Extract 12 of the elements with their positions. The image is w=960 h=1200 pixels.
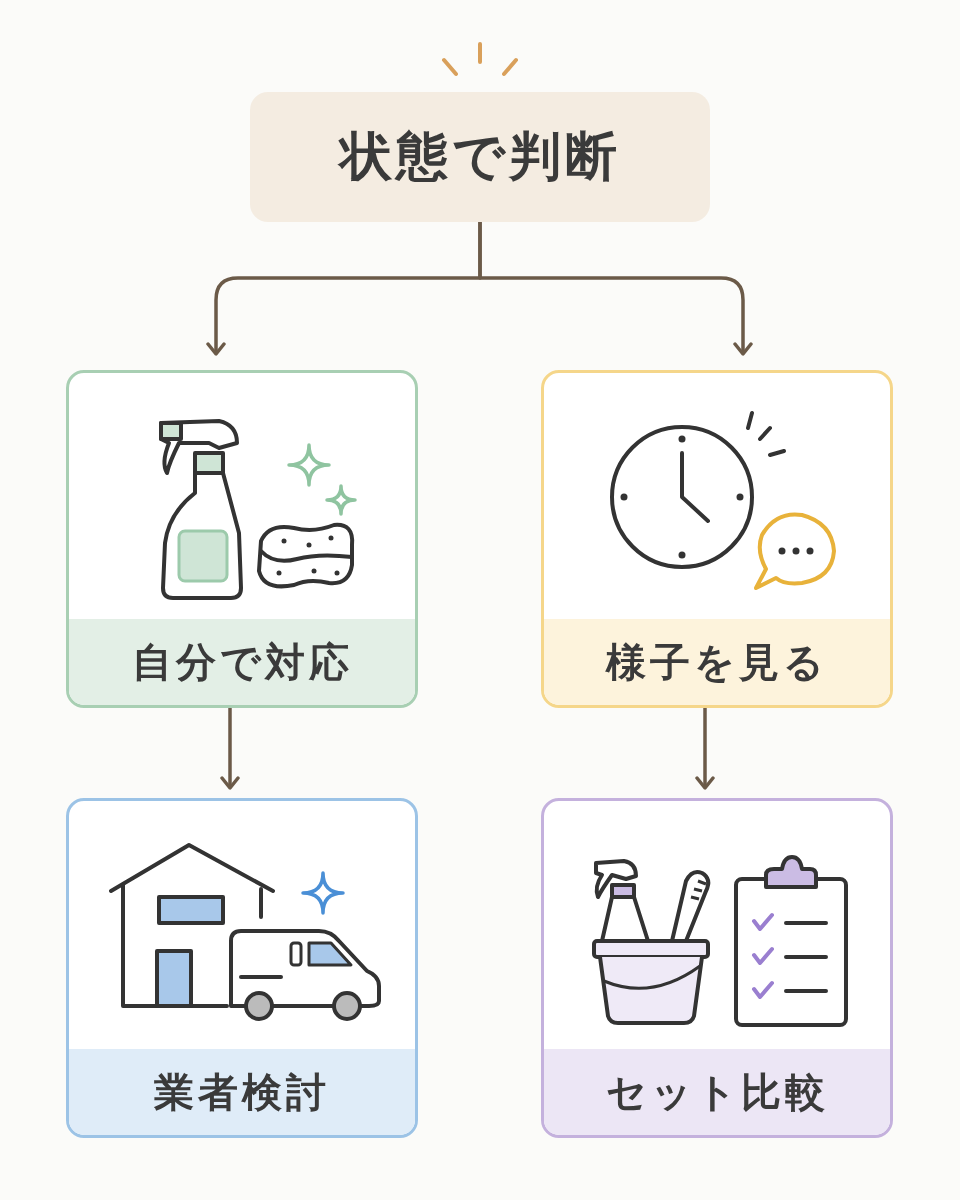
card-label: セット比較 bbox=[544, 1049, 890, 1135]
arrow bbox=[220, 708, 240, 790]
card-label: 業者検討 bbox=[69, 1049, 415, 1135]
card-label: 様子を見る bbox=[544, 619, 890, 705]
card-label: 自分で対応 bbox=[69, 619, 415, 705]
option-card bbox=[66, 798, 418, 1138]
arrow bbox=[478, 222, 753, 356]
title-box: 状態で判断 bbox=[250, 92, 710, 222]
option-card bbox=[66, 370, 418, 708]
option-card bbox=[541, 798, 893, 1138]
option-card bbox=[541, 370, 893, 708]
arrow bbox=[695, 708, 715, 790]
